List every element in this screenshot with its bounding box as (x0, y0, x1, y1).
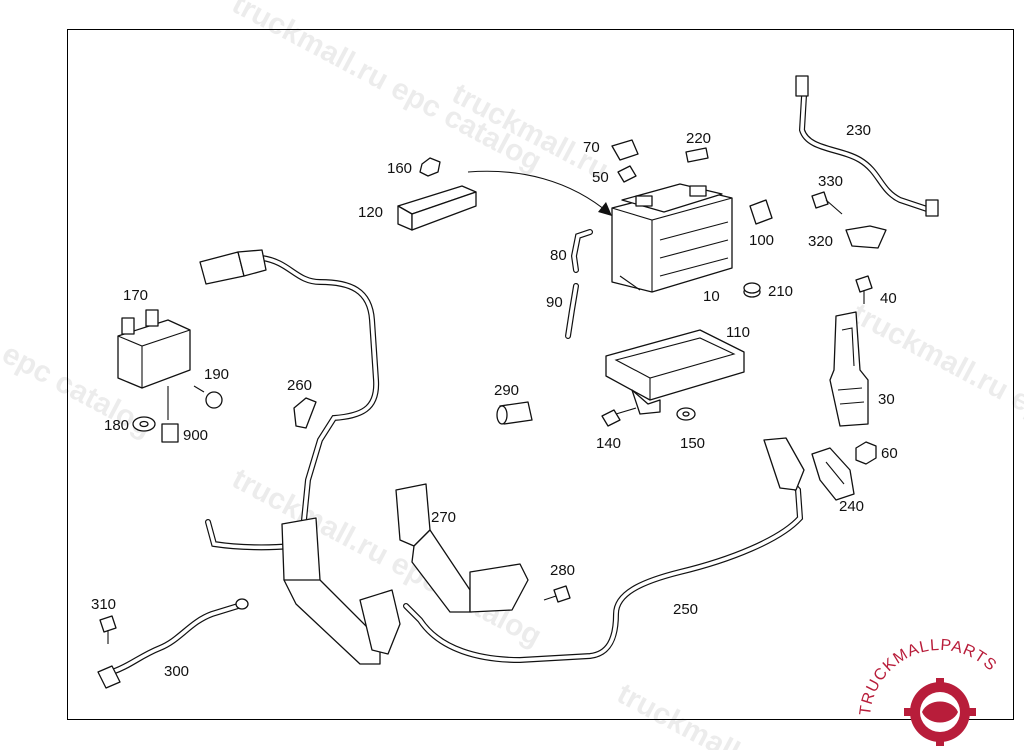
callout-270[interactable]: 270 (431, 509, 456, 526)
battery-part[interactable] (611, 183, 733, 293)
callout-150[interactable]: 150 (680, 435, 705, 452)
clip-50[interactable] (617, 165, 637, 183)
vent-hose[interactable] (565, 229, 593, 339)
nut-60[interactable] (855, 441, 877, 465)
callout-70[interactable]: 70 (583, 139, 600, 156)
bolt-140[interactable] (601, 407, 637, 427)
cover-part[interactable] (397, 185, 477, 231)
callout-220[interactable]: 220 (686, 130, 711, 147)
truckmallparts-logo: TRUCKMALLPARTS (857, 637, 999, 746)
sleeve-290[interactable] (496, 401, 533, 425)
callout-180[interactable]: 180 (104, 417, 129, 434)
callout-330[interactable]: 330 (818, 173, 843, 190)
bolt-40[interactable] (855, 275, 873, 304)
callout-160[interactable]: 160 (387, 160, 412, 177)
callout-900[interactable]: 900 (183, 427, 208, 444)
washer-150[interactable] (676, 407, 696, 421)
washer-180[interactable] (132, 416, 156, 432)
diagram-frame (67, 29, 1014, 720)
clip-260[interactable] (293, 397, 317, 429)
callout-50[interactable]: 50 (592, 169, 609, 186)
terminal-320[interactable] (845, 225, 887, 249)
bracket-70[interactable] (611, 139, 639, 161)
cable-250[interactable] (403, 437, 805, 664)
callout-120[interactable]: 120 (358, 204, 383, 221)
callout-240[interactable]: 240 (839, 498, 864, 515)
callout-230[interactable]: 230 (846, 122, 871, 139)
bracket-270[interactable] (395, 483, 529, 613)
arrow-head (598, 202, 612, 216)
bracket-30[interactable] (829, 311, 869, 427)
cable-300[interactable] (97, 598, 249, 689)
bolt-310[interactable] (99, 615, 117, 644)
nut-part[interactable] (419, 157, 441, 177)
bolt-280[interactable] (543, 585, 571, 603)
callout-90[interactable]: 90 (546, 294, 563, 311)
callout-110[interactable]: 110 (726, 324, 750, 341)
callout-290[interactable]: 290 (494, 382, 519, 399)
callout-10[interactable]: 10 (703, 288, 720, 305)
callout-280[interactable]: 280 (550, 562, 575, 579)
callout-250[interactable]: 250 (673, 601, 698, 618)
assembly-arrow (467, 170, 611, 215)
callout-300[interactable]: 300 (164, 663, 189, 680)
callout-260[interactable]: 260 (287, 377, 312, 394)
callout-60[interactable]: 60 (881, 445, 898, 462)
spring-210[interactable] (743, 282, 761, 298)
connector-240[interactable] (811, 447, 855, 501)
battery-tray-part[interactable] (605, 329, 745, 415)
callout-labels: 10 30 40 50 60 70 80 90 100 110 120 140 … (91, 122, 898, 680)
callout-320[interactable]: 320 (808, 233, 833, 250)
screw-190[interactable] (193, 385, 223, 409)
watermark-6: truckmall.ru (612, 677, 779, 750)
callout-170[interactable]: 170 (123, 287, 148, 304)
callout-310[interactable]: 310 (91, 596, 116, 613)
callout-30[interactable]: 30 (878, 391, 895, 408)
callout-190[interactable]: 190 (204, 366, 229, 383)
callout-210[interactable]: 210 (768, 283, 793, 300)
gear-icon (904, 678, 976, 746)
plug-220[interactable] (685, 147, 709, 163)
callout-40[interactable]: 40 (880, 290, 897, 307)
relay-part[interactable] (117, 309, 191, 443)
cable-230[interactable] (795, 75, 939, 217)
harness-main[interactable] (199, 249, 401, 665)
watermark-1: truckmall.ru epc catalog (227, 0, 547, 178)
callout-80[interactable]: 80 (550, 247, 567, 264)
callout-100[interactable]: 100 (749, 232, 774, 249)
cap-100[interactable] (749, 199, 773, 225)
callout-140[interactable]: 140 (596, 435, 621, 452)
bolt-330[interactable] (811, 191, 843, 215)
